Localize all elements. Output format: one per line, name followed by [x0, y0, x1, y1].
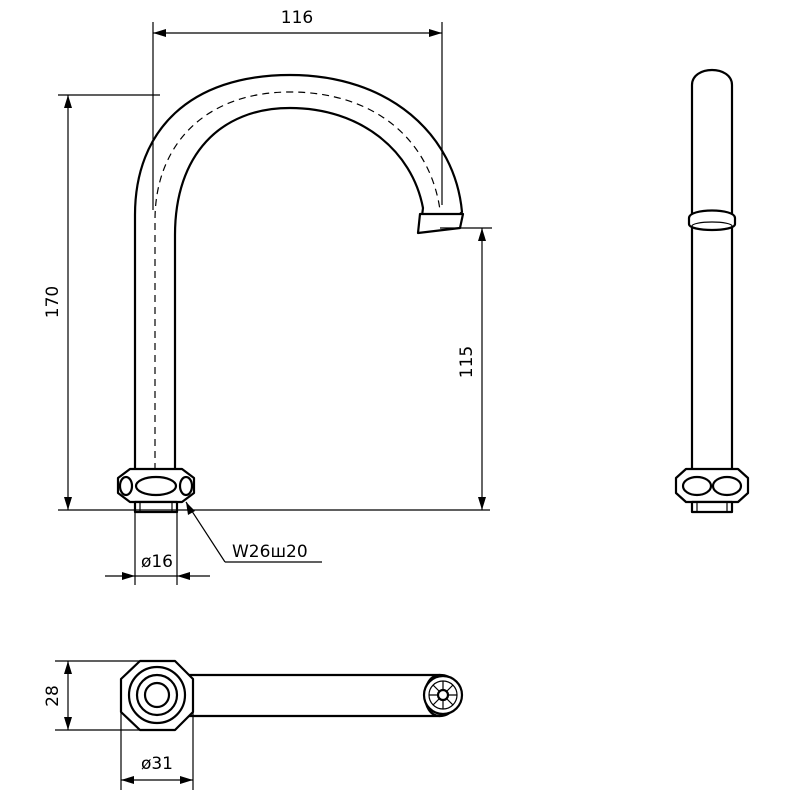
thread-callout: W26ш20 — [185, 501, 322, 563]
top-view — [119, 659, 464, 732]
dim-115-label: 115 — [457, 346, 477, 378]
spout-hidden-line — [154, 91, 441, 470]
dimension-spout-height: 115 — [440, 227, 492, 510]
spout-outer-contour — [133, 73, 464, 472]
dim-116-label: 116 — [281, 8, 313, 28]
side-tube — [690, 69, 734, 472]
dim-d31-label: ø31 — [141, 754, 173, 774]
front-view — [116, 73, 465, 514]
dimension-width-top: 116 — [152, 8, 443, 210]
dim-170-label: 170 — [43, 286, 63, 318]
dim-d16-label: ø16 — [141, 552, 173, 572]
dim-28-label: 28 — [43, 685, 63, 707]
spout-inner-contour — [173, 106, 425, 472]
spout-nozzle — [416, 212, 465, 235]
side-view — [674, 69, 750, 514]
side-nozzle-ring — [687, 209, 737, 232]
dimension-base-depth: 28 — [43, 660, 140, 731]
dimension-nut-diameter: ø31 — [120, 712, 194, 790]
dimension-height-total: 170 — [43, 94, 490, 511]
aerator-top — [422, 673, 464, 718]
hex-nut-front — [116, 467, 196, 504]
dimension-tube-diameter: ø16 — [105, 512, 210, 585]
hex-nut-side — [674, 467, 750, 504]
thread-label: W26ш20 — [232, 542, 308, 562]
